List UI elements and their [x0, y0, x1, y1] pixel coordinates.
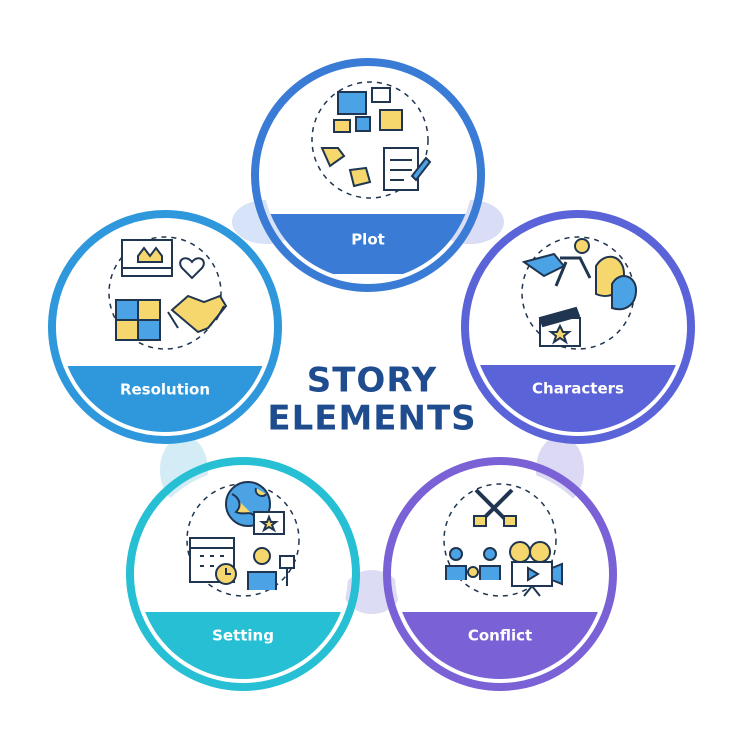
node-conflict-label: Conflict	[468, 627, 532, 645]
node-plot: Plot	[251, 58, 485, 292]
node-resolution-ring	[48, 210, 282, 444]
resolution-icon	[108, 236, 228, 350]
node-characters-ring	[461, 210, 695, 444]
characters-icon	[521, 236, 638, 350]
node-conflict-ring	[383, 457, 617, 691]
node-setting: Setting	[126, 457, 360, 691]
node-conflict: Conflict	[383, 457, 617, 691]
node-setting-ring	[126, 457, 360, 691]
node-resolution-label: Resolution	[120, 381, 210, 399]
node-plot-ring	[251, 58, 485, 292]
title-line-2: ELEMENTS	[267, 399, 476, 439]
center-title: STORY ELEMENTS	[267, 361, 476, 439]
node-characters-label: Characters	[532, 380, 624, 398]
setting-icon	[186, 481, 300, 597]
node-resolution: Resolution	[48, 210, 282, 444]
node-setting-label: Setting	[212, 627, 274, 645]
title-line-1: STORY	[307, 361, 438, 401]
node-plot-label: Plot	[351, 231, 385, 249]
plot-icon	[311, 81, 432, 199]
conflict-icon	[443, 483, 563, 597]
node-characters: Characters	[461, 210, 695, 444]
